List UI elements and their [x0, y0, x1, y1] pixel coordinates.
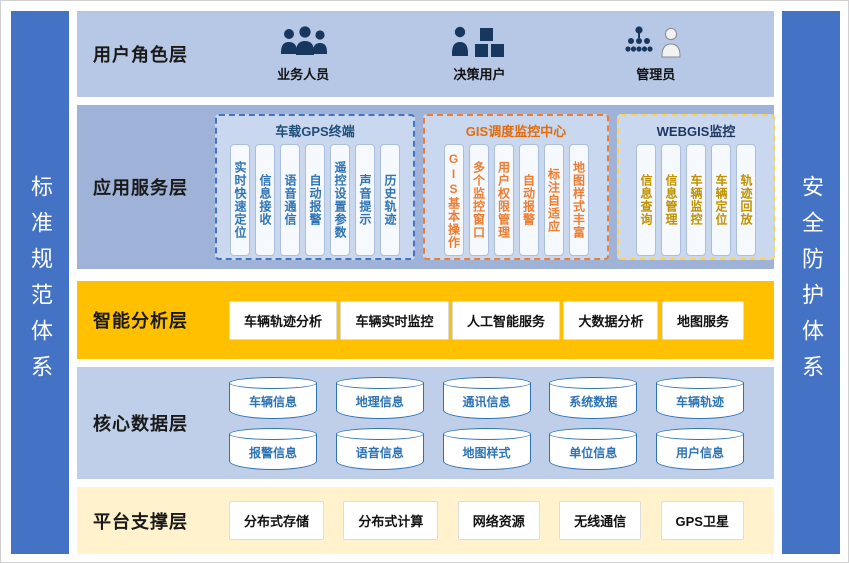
database-cylinder: 地图样式	[442, 427, 531, 470]
database-cylinder: 单位信息	[549, 427, 638, 470]
feature-pill: 信息查询	[636, 144, 656, 256]
layer-label-user-role: 用户角色层	[93, 45, 188, 65]
module-items: GIS基本操作 多个监控窗口 用户权限管理 自动报警 标注自适应 地图样式丰富	[425, 140, 607, 264]
decision-user-icon	[452, 26, 505, 57]
database-cylinder: 系统数据	[549, 376, 638, 419]
database-label: 报警信息	[248, 445, 297, 460]
module-title: WEBGIS监控	[656, 124, 736, 139]
database-label: 地理信息	[355, 394, 404, 409]
analysis-box: 大数据分析	[563, 300, 659, 340]
module-items: 信息查询 信息管理 车辆监控 车辆定位 轨迹回放	[619, 140, 773, 264]
left-sidebar-label: 标准规范体系	[28, 174, 53, 391]
database-cylinder: 地理信息	[335, 376, 424, 419]
app-service-modules: 车载GPS终端 实时快速定位 信息接收 语音通信 自动报警 遥控设置参数 声音提…	[215, 114, 785, 260]
platform-box: GPS卫星	[660, 501, 744, 540]
module-vehicle-gps: 车载GPS终端 实时快速定位 信息接收 语音通信 自动报警 遥控设置参数 声音提…	[215, 114, 415, 260]
business-users-icon	[281, 26, 328, 55]
layer-label-core-data: 核心数据层	[93, 414, 188, 434]
feature-pill: 历史轨迹	[380, 144, 400, 256]
module-webgis: WEBGIS监控 信息查询 信息管理 车辆监控 车辆定位 轨迹回放	[617, 114, 775, 260]
platform-box: 分布式存储	[229, 501, 325, 540]
feature-pill: 标注自适应	[543, 144, 564, 256]
layer-app-service: 应用服务层 车载GPS终端 实时快速定位 信息接收 语音通信 自动报警 遥控设置…	[77, 105, 775, 269]
feature-pill: 语音通信	[280, 144, 300, 256]
feature-pill: 车辆定位	[711, 144, 731, 256]
platform-items: 分布式存储 分布式计算 网络资源 无线通信 GPS卫星	[215, 501, 774, 540]
right-sidebar-label: 安全防护体系	[799, 174, 824, 391]
database-cylinder: 通讯信息	[442, 376, 531, 419]
platform-box: 网络资源	[457, 501, 540, 540]
database-label: 通讯信息	[462, 394, 511, 409]
layer-label-analysis: 智能分析层	[93, 311, 188, 331]
feature-pill: 自动报警	[518, 144, 539, 256]
feature-pill: 信息管理	[661, 144, 681, 256]
feature-pill: 自动报警	[305, 144, 325, 256]
database-label: 车辆信息	[248, 394, 297, 409]
module-title: GIS调度监控中心	[465, 124, 567, 139]
feature-pill: 实时快速定位	[230, 144, 250, 256]
user-group-label: 决策用户	[453, 67, 506, 82]
layer-user-role: 用户角色层 业务人员	[77, 11, 774, 97]
layer-core-data: 核心数据层 车辆信息 地理信息 通讯信息 系统数据 车辆轨迹 报警信息 语音信息…	[77, 367, 774, 479]
user-group-label: 管理员	[636, 67, 676, 82]
feature-pill: 多个监控窗口	[468, 144, 489, 256]
user-group-business: 业务人员	[272, 25, 334, 83]
feature-pill: 声音提示	[355, 144, 375, 256]
layer-label-app-service: 应用服务层	[93, 178, 188, 198]
platform-box: 分布式计算	[343, 501, 439, 540]
analysis-box: 人工智能服务	[451, 300, 560, 340]
analysis-box: 地图服务	[661, 300, 744, 340]
feature-pill: GIS基本操作	[443, 144, 464, 256]
database-label: 系统数据	[569, 394, 618, 409]
right-sidebar: 安全防护体系	[782, 11, 840, 554]
module-gis-dispatch: GIS调度监控中心 GIS基本操作 多个监控窗口 用户权限管理 自动报警 标注自…	[423, 114, 609, 260]
module-title: 车载GPS终端	[275, 124, 355, 139]
database-label: 单位信息	[569, 445, 618, 460]
user-groups: 业务人员 决策用户	[215, 25, 774, 83]
database-cylinder: 报警信息	[229, 427, 317, 470]
left-sidebar: 标准规范体系	[11, 11, 69, 554]
database-cylinder: 用户信息	[656, 427, 744, 470]
feature-pill: 轨迹回放	[736, 144, 756, 256]
database-label: 语音信息	[355, 445, 404, 460]
database-cylinder: 车辆轨迹	[656, 376, 744, 419]
analysis-box: 车辆轨迹分析	[229, 300, 338, 340]
user-group-decision: 决策用户	[448, 25, 510, 83]
layer-platform: 平台支撑层 分布式存储 分布式计算 网络资源 无线通信 GPS卫星	[77, 487, 774, 554]
database-cylinder: 语音信息	[335, 427, 424, 470]
feature-pill: 信息接收	[255, 144, 275, 256]
module-items: 实时快速定位 信息接收 语音通信 自动报警 遥控设置参数 声音提示 历史轨迹	[217, 140, 413, 264]
layer-analysis: 智能分析层 车辆轨迹分析 车辆实时监控 人工智能服务 大数据分析 地图服务	[77, 281, 774, 359]
feature-pill: 遥控设置参数	[330, 144, 350, 256]
database-label: 用户信息	[675, 445, 724, 460]
analysis-box: 车辆实时监控	[340, 300, 449, 340]
layer-label-platform: 平台支撑层	[93, 511, 188, 532]
database-label: 地图样式	[462, 445, 511, 460]
user-group-label: 业务人员	[277, 67, 330, 82]
user-group-admin: 管理员	[625, 25, 687, 83]
platform-box: 无线通信	[559, 501, 642, 540]
admin-user-icon	[625, 26, 681, 58]
feature-pill: 用户权限管理	[493, 144, 514, 256]
data-cylinders: 车辆信息 地理信息 通讯信息 系统数据 车辆轨迹 报警信息 语音信息 地图样式 …	[215, 376, 774, 470]
database-label: 车辆轨迹	[675, 394, 724, 409]
analysis-items: 车辆轨迹分析 车辆实时监控 人工智能服务 大数据分析 地图服务	[215, 300, 774, 340]
database-cylinder: 车辆信息	[229, 376, 317, 419]
feature-pill: 地图样式丰富	[568, 144, 589, 256]
feature-pill: 车辆监控	[686, 144, 706, 256]
